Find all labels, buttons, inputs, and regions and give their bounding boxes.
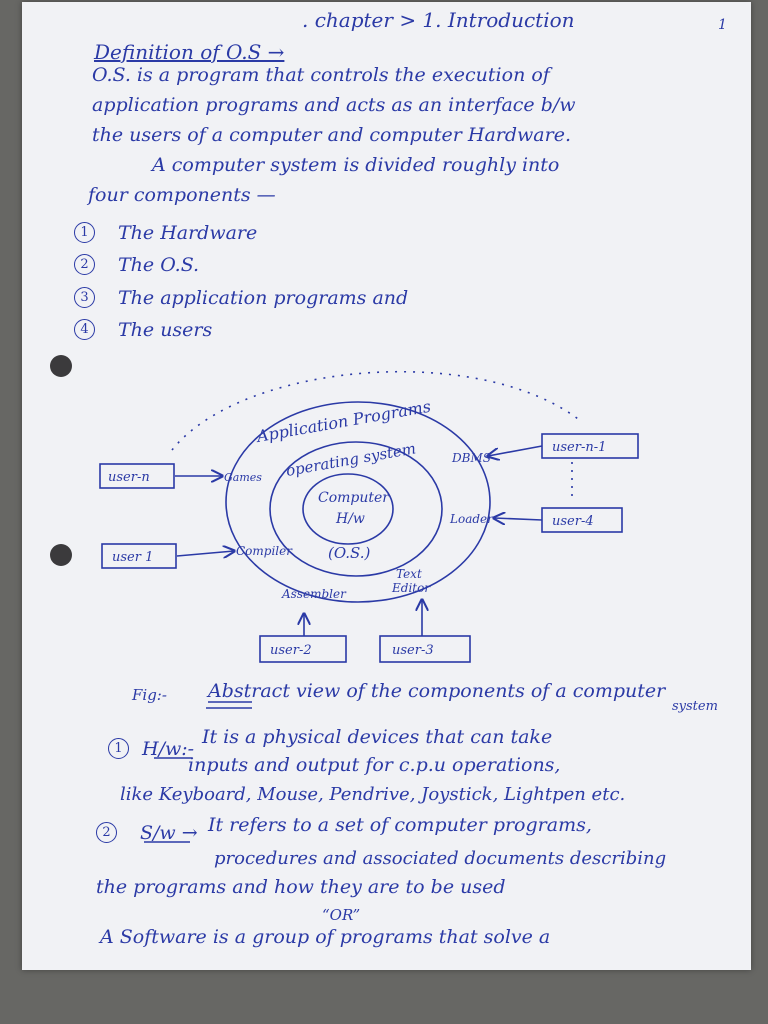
- app-label: Games: [224, 471, 262, 484]
- hardware-core: [302, 473, 394, 545]
- hardware-line: inputs and output for c.p.u operations,: [188, 754, 561, 776]
- software-line: “OR”: [322, 906, 361, 924]
- component-item: The Hardware: [118, 222, 258, 244]
- figure-caption: system: [672, 699, 718, 714]
- definition-line: O.S. is a program that controls the exec…: [92, 64, 550, 86]
- middle-ring: [269, 441, 443, 577]
- notebook-page: . chapter > 1. Introduction 1 Definition…: [22, 2, 751, 970]
- app-label: Editor: [391, 581, 431, 595]
- list-number: 1: [108, 738, 129, 759]
- chapter-heading: . chapter > 1. Introduction: [302, 8, 575, 32]
- page-number: 1: [718, 17, 727, 33]
- user-label: user-3: [392, 643, 434, 658]
- user-box: [379, 635, 471, 663]
- list-number: 2: [96, 822, 117, 843]
- app-label: Compiler: [236, 544, 293, 558]
- definition-line: four components —: [88, 184, 276, 206]
- component-item: The application programs and: [118, 287, 409, 309]
- component-item: The O.S.: [118, 254, 200, 276]
- component-item: The users: [118, 319, 213, 341]
- user-label: user-2: [270, 643, 312, 658]
- list-number: 3: [74, 287, 95, 308]
- software-label: S/w →: [140, 822, 198, 844]
- arrow: [494, 518, 543, 520]
- arrow: [488, 445, 543, 456]
- software-line: procedures and associated documents desc…: [214, 848, 667, 869]
- hardware-line: It is a physical devices that can take: [202, 726, 553, 748]
- user-box: [101, 543, 177, 569]
- definition-line: the users of a computer and computer Har…: [92, 124, 571, 146]
- user-label: user-n-1: [552, 440, 606, 455]
- list-number: 4: [74, 319, 95, 340]
- list-number: 2: [74, 254, 95, 275]
- hardware-label: H/w:-: [142, 738, 195, 760]
- user-label: user-n: [108, 470, 150, 485]
- core-label: H/w: [335, 511, 365, 527]
- user-label: user-4: [552, 514, 594, 529]
- figure-label: Fig:-: [132, 686, 167, 704]
- software-line: the programs and how they are to be used: [96, 876, 506, 898]
- os-components-diagram: Application Programs operating system Co…: [99, 371, 639, 843]
- app-label: Text: [396, 567, 422, 581]
- user-box: [259, 635, 347, 663]
- app-label: Assembler: [281, 587, 347, 601]
- definition-heading: Definition of O.S →: [94, 40, 285, 64]
- software-line: A Software is a group of programs that s…: [100, 926, 551, 948]
- binder-hole: [50, 544, 72, 566]
- outer-ring: [225, 401, 491, 603]
- user-label: user 1: [112, 550, 153, 565]
- app-label: DBMS: [451, 451, 491, 465]
- arrow: [176, 551, 234, 556]
- list-number: 1: [74, 222, 95, 243]
- core-label: Computer: [318, 490, 390, 506]
- figure-caption: Abstract view of the components of a com…: [208, 680, 666, 702]
- binder-hole: [50, 355, 72, 377]
- core-os-label: (O.S.): [328, 544, 371, 562]
- hardware-line: like Keyboard, Mouse, Pendrive, Joystick…: [120, 784, 626, 805]
- definition-line: application programs and acts as an inte…: [92, 94, 576, 116]
- software-line: It refers to a set of computer programs,: [208, 814, 592, 836]
- user-box: [99, 463, 175, 489]
- app-label: Loader: [449, 512, 494, 526]
- definition-line: A computer system is divided roughly int…: [152, 154, 560, 176]
